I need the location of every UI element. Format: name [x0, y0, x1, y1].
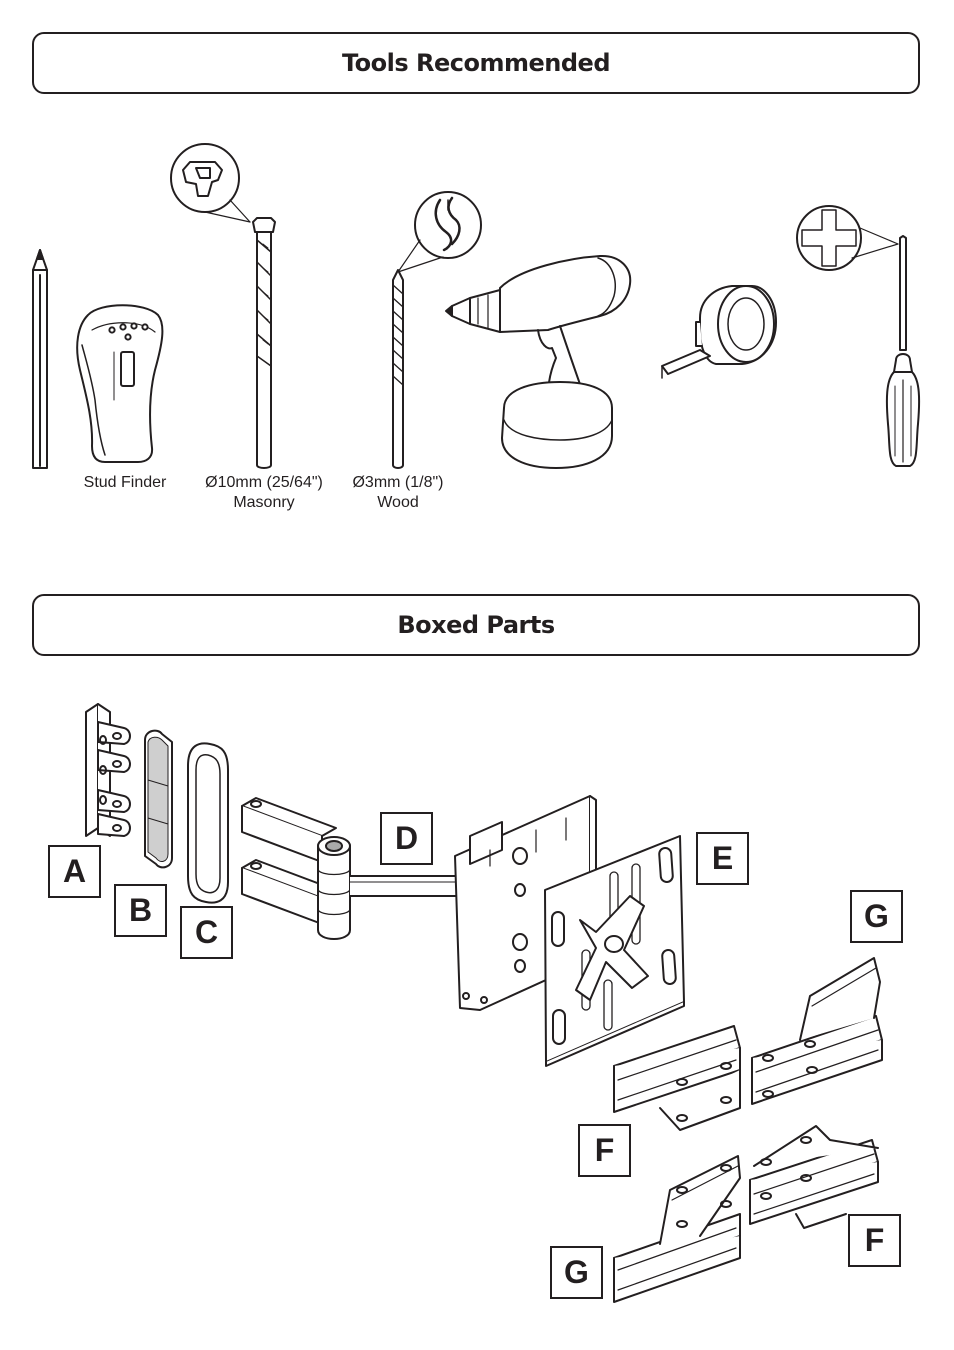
- part-label-f-lower-text: F: [864, 1222, 885, 1258]
- part-c-cable-loop: [188, 743, 228, 902]
- cordless-drill-icon: [446, 256, 630, 468]
- part-label-g-upper-text: G: [864, 898, 889, 934]
- part-label-d-text: D: [394, 820, 419, 856]
- wood-bit-caption: Ø3mm (1/8") Wood: [340, 473, 456, 513]
- part-label-c-text: C: [194, 914, 219, 950]
- tools-recommended-title: Tools Recommended: [341, 49, 611, 77]
- masonry-bit-size: Ø10mm (25/64"): [205, 474, 323, 491]
- part-label-g-lower: G: [550, 1246, 603, 1299]
- part-e-tv-plate: [545, 836, 684, 1066]
- part-b-spacer-pad: [145, 731, 172, 868]
- stud-finder-label: Stud Finder: [83, 474, 167, 491]
- wood-drill-bit-icon: [393, 192, 481, 468]
- part-label-e: E: [696, 832, 749, 885]
- part-f-extension-bracket-upper: [614, 1026, 740, 1130]
- stud-finder-icon: [77, 305, 162, 462]
- part-label-d: D: [380, 812, 433, 865]
- boxed-parts-header: Boxed Parts: [32, 594, 920, 656]
- part-label-a: A: [48, 845, 101, 898]
- part-a-wall-hinge-plate: [86, 704, 130, 836]
- part-label-b: B: [114, 884, 167, 937]
- part-g-extension-bracket-upper: [752, 958, 882, 1104]
- part-d-swing-arm: [242, 798, 460, 939]
- wood-bit-type: Wood: [377, 494, 419, 511]
- part-label-f-upper-text: F: [594, 1132, 615, 1168]
- part-label-g-lower-text: G: [564, 1254, 589, 1290]
- wood-bit-size: Ø3mm (1/8"): [352, 474, 444, 491]
- tape-measure-icon: [662, 286, 776, 378]
- masonry-bit-type: Masonry: [233, 494, 295, 511]
- stud-finder-caption: Stud Finder: [70, 473, 180, 493]
- part-label-f-lower: F: [848, 1214, 901, 1267]
- part-label-g-upper: G: [850, 890, 903, 943]
- part-f-extension-bracket-lower: [750, 1126, 878, 1228]
- part-label-b-text: B: [128, 892, 153, 928]
- pencil-icon: [33, 250, 47, 468]
- part-label-e-text: E: [711, 840, 734, 876]
- tools-illustration: [0, 0, 954, 560]
- boxed-parts-title: Boxed Parts: [397, 611, 555, 639]
- masonry-bit-caption: Ø10mm (25/64") Masonry: [192, 473, 336, 513]
- part-label-a-text: A: [62, 853, 87, 889]
- tools-recommended-header: Tools Recommended: [32, 32, 920, 94]
- part-label-f-upper: F: [578, 1124, 631, 1177]
- part-label-c: C: [180, 906, 233, 959]
- masonry-drill-bit-icon: [171, 144, 275, 468]
- phillips-screwdriver-icon: [797, 206, 919, 466]
- part-g-extension-bracket-lower: [614, 1156, 740, 1302]
